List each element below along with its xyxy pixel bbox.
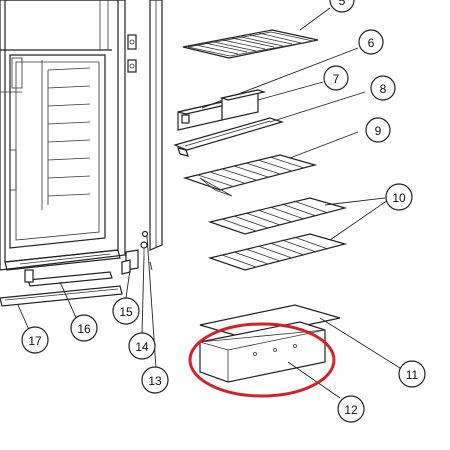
crisper-drawer-12 <box>199 321 341 399</box>
light-cover-8 <box>173 91 366 157</box>
upper-hinge-bracket <box>127 34 137 73</box>
kickplate-17 <box>0 285 123 333</box>
callout-17-label: 17 <box>28 334 42 348</box>
crisper-cover-11 <box>199 304 401 369</box>
callout-9-label: 9 <box>375 124 382 138</box>
callout-5: 5 <box>329 0 355 13</box>
toe-grille-16 <box>24 269 113 323</box>
callout-7-label: 7 <box>333 72 340 86</box>
wire-shelf-10a <box>207 197 386 235</box>
callout-10-label: 10 <box>392 191 406 205</box>
shelf-5-wires <box>195 32 302 55</box>
wire-shelf-5 <box>182 7 331 59</box>
callout-14: 14 <box>128 332 156 360</box>
cabinet-side-rail <box>149 0 163 251</box>
callout-6-label: 6 <box>368 36 375 50</box>
callout-8: 8 <box>370 75 396 101</box>
callout-6: 6 <box>358 29 384 55</box>
hinge-15 <box>121 249 139 299</box>
shelf-9-wires <box>197 156 305 187</box>
callout-5-label: 5 <box>339 0 346 8</box>
callout-13-label: 13 <box>148 374 162 388</box>
callout-12: 12 <box>337 395 365 423</box>
door-inner-rails <box>41 60 91 210</box>
highlight-ellipse <box>188 322 336 398</box>
callout-17: 17 <box>21 326 49 354</box>
callout-9: 9 <box>365 117 391 143</box>
screw-14 <box>140 241 148 335</box>
callout-15-label: 15 <box>119 305 133 319</box>
door-assembly <box>0 0 126 271</box>
shelf-10a-wires <box>221 200 329 232</box>
control-box-7 <box>219 81 324 121</box>
callout-11: 11 <box>398 360 426 388</box>
callout-7: 7 <box>323 65 349 91</box>
callout-11-label: 11 <box>406 368 419 382</box>
wire-shelf-10b <box>207 199 389 271</box>
callout-8-label: 8 <box>380 82 387 96</box>
callout-16-label: 16 <box>77 322 91 336</box>
callout-16: 16 <box>70 314 98 342</box>
shelf-9 <box>182 131 359 197</box>
callout-10: 10 <box>385 183 413 211</box>
callout-12-label: 12 <box>344 403 358 417</box>
shelf-10b-wires <box>221 236 329 268</box>
callout-15: 15 <box>112 297 140 325</box>
callout-14-label: 14 <box>135 340 149 354</box>
callout-13: 13 <box>141 366 169 394</box>
